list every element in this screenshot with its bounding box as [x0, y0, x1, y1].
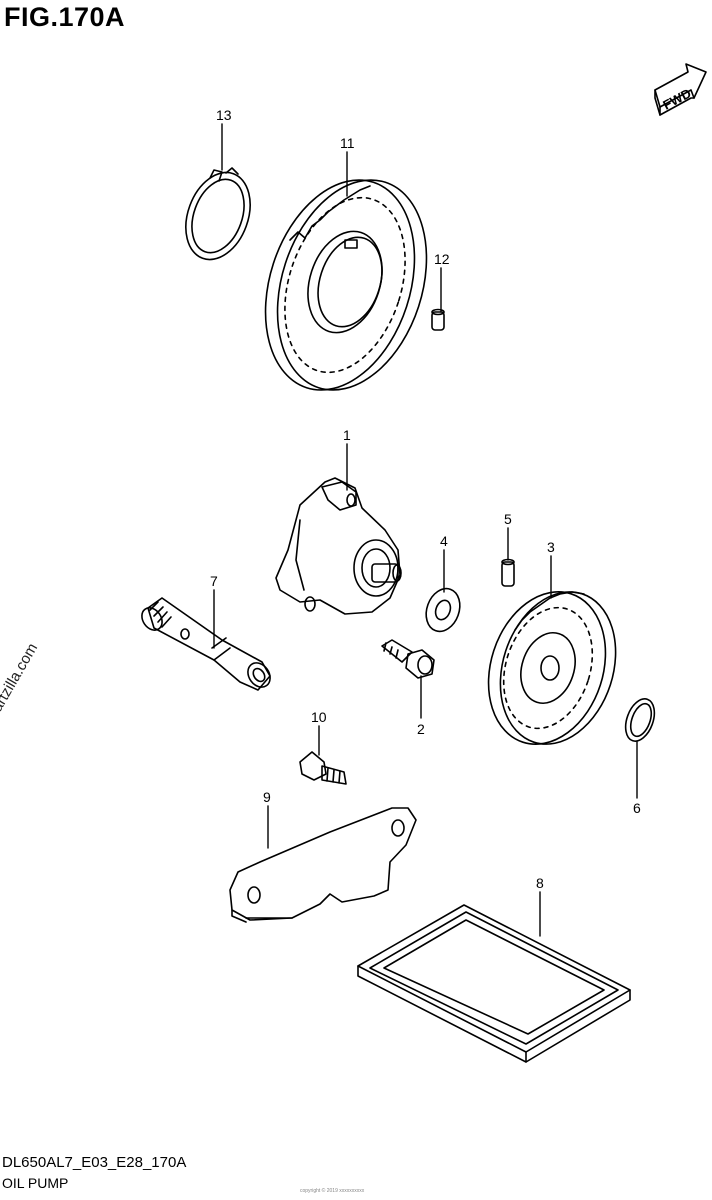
callout-12: 12 — [434, 251, 450, 267]
fwd-arrow-icon: FWD — [654, 63, 707, 116]
oil-pump-body-icon — [275, 477, 402, 615]
leader-lines — [213, 123, 638, 937]
callout-10: 10 — [311, 709, 327, 725]
figure-title: FIG.170A — [4, 2, 126, 32]
copyright-text: copyright © 2019 xxxxxxxxxx — [300, 1188, 365, 1194]
bolt-icon — [381, 639, 435, 679]
strainer-screen-icon — [357, 904, 631, 1063]
figure-name: OIL PUMP — [2, 1175, 69, 1191]
callout-11: 11 — [340, 135, 355, 151]
figure-code: DL650AL7_E03_E28_170A — [2, 1154, 187, 1171]
callout-8: 8 — [536, 875, 544, 891]
callout-4: 4 — [440, 533, 448, 549]
strainer-plate-icon — [229, 807, 417, 923]
dowel-pin-icon — [431, 308, 445, 331]
callout-7: 7 — [210, 573, 218, 589]
callout-5: 5 — [504, 511, 512, 527]
snap-ring-icon — [185, 167, 251, 261]
callout-3: 3 — [547, 539, 555, 555]
driven-gear-icon — [487, 591, 617, 745]
washer-icon — [425, 587, 461, 633]
pin-icon — [501, 558, 515, 587]
drive-gear-icon — [264, 179, 428, 391]
callout-13: 13 — [216, 107, 232, 123]
callout-1: 1 — [343, 427, 351, 443]
callout-2: 2 — [417, 721, 425, 737]
oil-pump-shaft-icon — [141, 597, 271, 691]
callout-9: 9 — [263, 789, 271, 805]
circlip-icon — [624, 698, 656, 742]
callout-6: 6 — [633, 800, 641, 816]
screw-icon — [299, 751, 347, 785]
